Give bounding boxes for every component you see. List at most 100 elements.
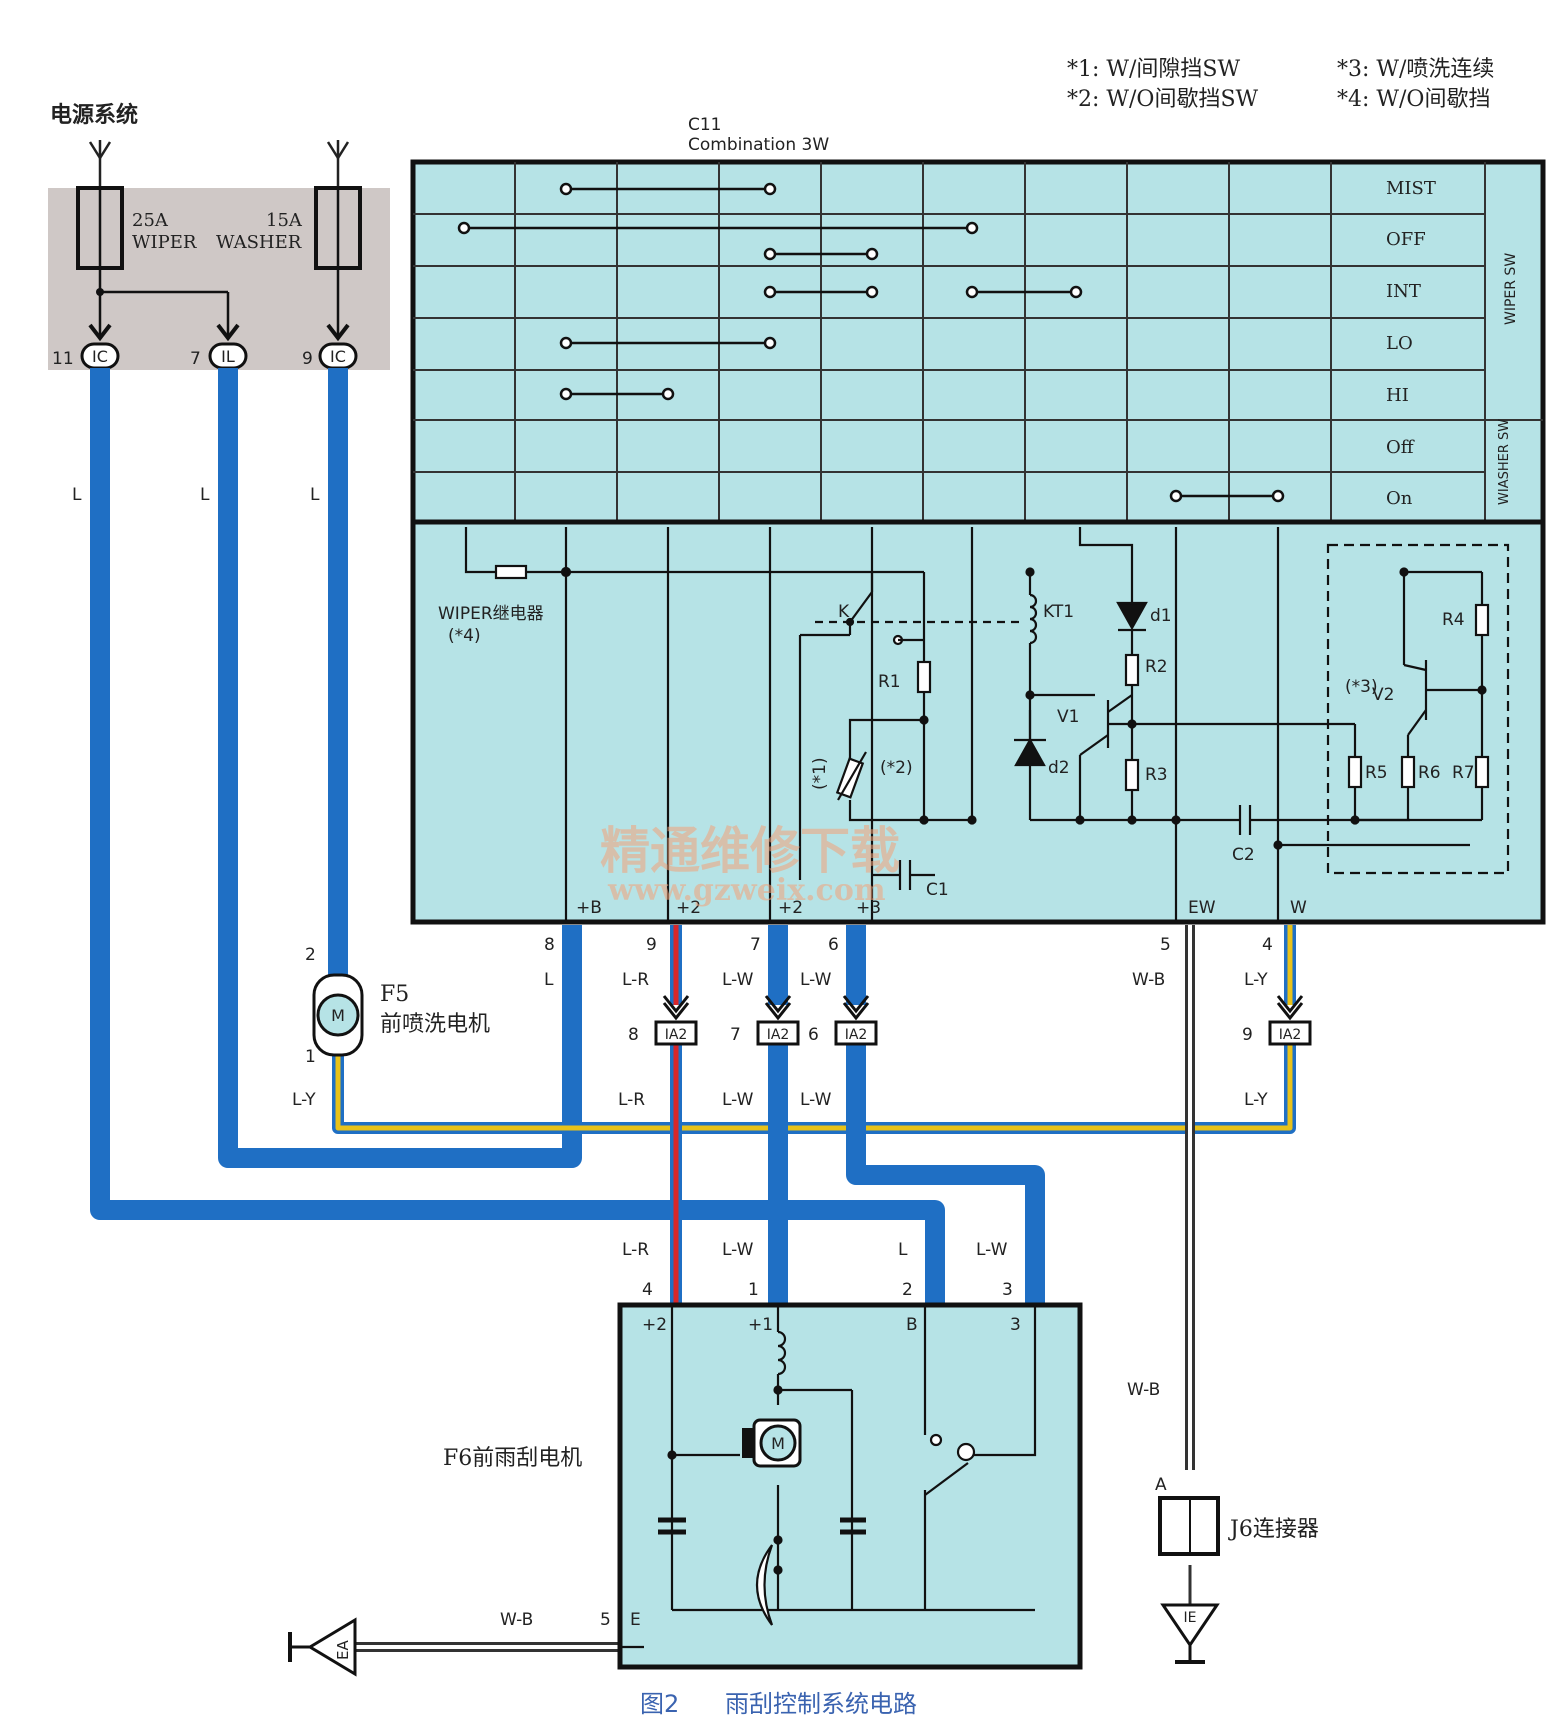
motor-term-b: B: [906, 1315, 918, 1335]
term-plus-2a: +2: [676, 898, 701, 918]
svg-text:IA2: IA2: [767, 1027, 790, 1043]
term-ew: EW: [1188, 898, 1216, 918]
j6-pin-a: A: [1155, 1475, 1167, 1495]
watermark-cn: 精通维修下载: [600, 821, 900, 880]
term-plus-b: +B: [576, 898, 602, 918]
figure-title: 雨刮控制系统电路: [725, 1690, 917, 1718]
svg-text:L-W: L-W: [722, 970, 754, 990]
svg-text:IL: IL: [221, 347, 235, 366]
wiper-motor-f6: F6前雨刮电机: [443, 1302, 1083, 1670]
term-plus-3: +3: [856, 898, 881, 918]
svg-text:9: 9: [646, 935, 657, 955]
washer-motor-symbol: [316, 993, 360, 1037]
wire-harness: [90, 368, 1296, 1652]
label-r2: R2: [1145, 657, 1168, 677]
label-star3: (*3): [1345, 677, 1378, 697]
label-k: K: [838, 602, 850, 622]
motor-term-plus1: +1: [748, 1315, 773, 1335]
wiper-motor-name: F6前雨刮电机: [443, 1446, 582, 1471]
svg-text:IA2: IA2: [845, 1027, 868, 1043]
combination-switch: C11 Combination 3W MIST OFF INT LO HI Of…: [410, 115, 1546, 925]
ia2-connectors: IA2 IA2 IA2 IA2 8 7 6 9: [628, 995, 1312, 1046]
ia2-connector-8: [654, 1020, 698, 1046]
j6-connector-name: J6连接器: [1228, 1517, 1319, 1542]
label-v1: V1: [1057, 707, 1079, 727]
label-c2: C2: [1232, 845, 1255, 865]
group-wiper-sw: WIPER SW: [1503, 253, 1519, 325]
pin-num-11: 11: [52, 349, 74, 369]
ground-ie-label: IE: [1184, 1610, 1197, 1626]
ground-ie: IE: [1160, 1603, 1220, 1664]
svg-text:L-W: L-W: [722, 1090, 754, 1110]
svg-text:IA2: IA2: [1279, 1027, 1302, 1043]
svg-text:W-B: W-B: [500, 1610, 533, 1630]
row-int: INT: [1386, 281, 1421, 302]
svg-text:L: L: [898, 1240, 908, 1260]
row-hi: HI: [1386, 385, 1409, 406]
row-off: OFF: [1386, 229, 1426, 250]
relay-title: WIPER继电器: [438, 604, 544, 624]
combo-name: Combination 3W: [688, 135, 829, 155]
motor-term-plus2: +2: [642, 1315, 667, 1335]
group-washer-sw: WIASHER SW: [1497, 419, 1512, 505]
washer-motor-id: F5: [380, 982, 409, 1007]
svg-text:L: L: [200, 485, 210, 505]
svg-text:L-R: L-R: [622, 970, 649, 990]
svg-text:L-R: L-R: [622, 1240, 649, 1260]
note-3: *3: W/喷洗连续: [1337, 57, 1494, 82]
ground-ea-label: EA: [334, 1640, 352, 1660]
svg-text:7: 7: [750, 935, 761, 955]
note-4: *4: W/O间歇挡: [1337, 87, 1490, 112]
term-w: W: [1290, 898, 1307, 918]
label-star2: (*2): [880, 758, 913, 778]
watermark-url: www.gzweix.com: [607, 873, 886, 908]
fuse1-name: WIPER: [132, 232, 197, 253]
label-kt1: KT1: [1043, 602, 1074, 622]
label-d2: d2: [1048, 758, 1070, 778]
svg-text:6: 6: [808, 1025, 819, 1045]
svg-text:6: 6: [828, 935, 839, 955]
fuse2-name: WASHER: [216, 232, 302, 253]
svg-text:L-W: L-W: [800, 970, 832, 990]
svg-text:M: M: [331, 1006, 345, 1025]
fuse1-amp: 25A: [132, 210, 169, 231]
label-star1: (*1): [810, 757, 830, 790]
svg-text:8: 8: [628, 1025, 639, 1045]
washer-motor-f5: 2 M 1 F5 前喷洗电机: [305, 945, 490, 1067]
svg-text:L-Y: L-Y: [1244, 1090, 1268, 1110]
ia2-connector-7: [756, 1020, 800, 1046]
svg-text:L: L: [310, 485, 320, 505]
label-c1: C1: [926, 880, 949, 900]
ground-ea: EA: [288, 1617, 357, 1677]
fuse2-amp: 15A: [266, 210, 303, 231]
washer-motor-name: 前喷洗电机: [380, 1012, 490, 1037]
svg-text:5: 5: [1160, 935, 1171, 955]
svg-text:L: L: [544, 970, 554, 990]
label-d1: d1: [1150, 606, 1172, 626]
svg-text:L-Y: L-Y: [292, 1090, 316, 1110]
svg-text:2: 2: [305, 945, 316, 965]
svg-text:W-B: W-B: [1132, 970, 1165, 990]
connector-j6: A J6连接器: [1155, 1475, 1319, 1556]
fuse-box-bg: [48, 188, 390, 370]
power-supply-box: 电源系统 25A WIPER 15A WASHER IC 11 IL 7 IC: [48, 102, 390, 370]
label-r5: R5: [1365, 763, 1388, 783]
pin-num-7: 7: [190, 349, 201, 369]
row-lo: LO: [1386, 333, 1413, 354]
svg-text:L: L: [72, 485, 82, 505]
svg-text:5: 5: [600, 1610, 611, 1630]
combo-id: C11: [688, 115, 722, 135]
switch-contacts: [457, 182, 1285, 503]
svg-text:9: 9: [1242, 1025, 1253, 1045]
figure-number: 图2: [640, 1690, 679, 1718]
svg-text:L-Y: L-Y: [1244, 970, 1268, 990]
svg-text:4: 4: [1262, 935, 1273, 955]
term-plus-2b: +2: [778, 898, 803, 918]
svg-text:7: 7: [730, 1025, 741, 1045]
wiper-relay: WIPER继电器 (*4): [438, 527, 1510, 922]
label-r7: R7: [1452, 763, 1475, 783]
svg-text:2: 2: [902, 1280, 913, 1300]
row-washer-on: On: [1386, 488, 1413, 509]
label-r3: R3: [1145, 765, 1168, 785]
